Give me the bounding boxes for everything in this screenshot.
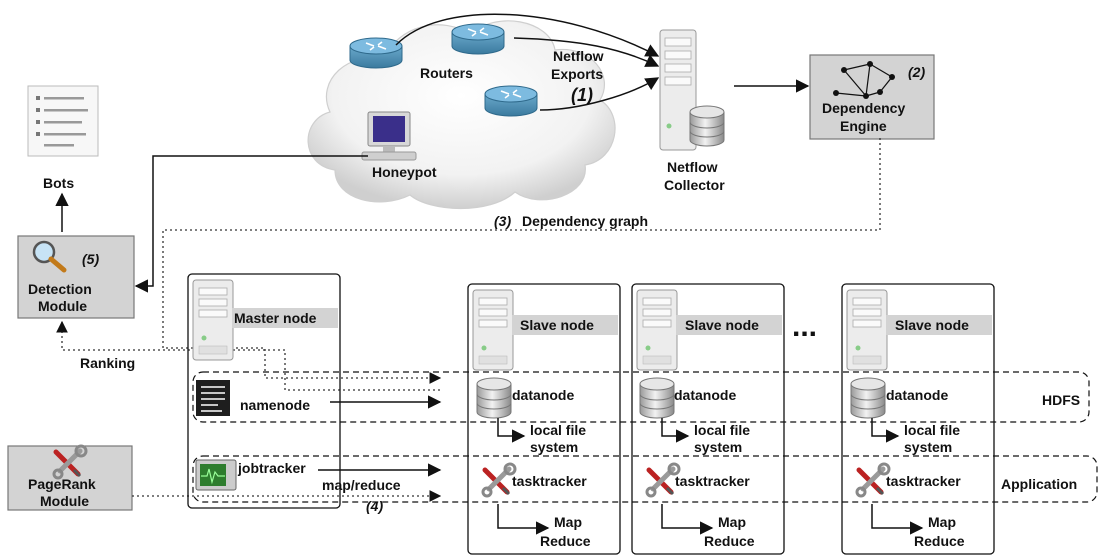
router-icon	[484, 85, 538, 117]
tasktracker-label: tasktracker	[675, 473, 750, 489]
export-arrow	[395, 13, 660, 57]
collector-label-1: Netflow	[667, 159, 718, 175]
database-icon	[850, 377, 886, 419]
pagerank-label-1: PageRank	[28, 476, 96, 492]
document-list-icon	[196, 380, 230, 416]
monitor-icon	[195, 459, 237, 491]
application-label: Application	[1001, 476, 1077, 492]
slave-node-label: Slave node	[520, 317, 594, 333]
slave-node: Slave node datanode local file system ta…	[467, 283, 621, 555]
master-node-label: Master node	[234, 310, 317, 326]
datanode-label: datanode	[512, 387, 574, 403]
reduce-label: Reduce	[704, 533, 755, 549]
dependency-graph-label: Dependency graph	[522, 213, 648, 229]
collector-label-2: Collector	[664, 177, 725, 193]
server-tower-icon	[846, 289, 888, 371]
local-fs-label-1: local file	[530, 422, 586, 438]
slave-node: Slave node datanode local file system ta…	[631, 283, 785, 555]
fs-arrow	[497, 418, 526, 443]
datanode-label: datanode	[886, 387, 948, 403]
map-reduce-label: map/reduce	[322, 477, 401, 493]
bots-label: Bots	[43, 175, 74, 191]
netflow-exports-label-1: Netflow	[553, 48, 604, 64]
pagerank-module-box: PageRank Module	[7, 446, 133, 511]
export-arrow	[513, 37, 660, 67]
netflow-exports-label-2: Exports	[551, 66, 603, 82]
dependency-engine-box: (2) Dependency Engine	[809, 54, 935, 140]
hdfs-label: HDFS	[1042, 392, 1080, 408]
router-icon	[451, 23, 505, 55]
step-3-label: (3)	[494, 213, 511, 229]
mr-arrow	[871, 504, 924, 535]
local-fs-label-1: local file	[694, 422, 750, 438]
slave-node-label: Slave node	[895, 317, 969, 333]
map-label: Map	[554, 514, 582, 530]
step-1-label: (1)	[571, 85, 593, 105]
local-fs-label-2: system	[530, 439, 578, 455]
monitor-icon	[361, 111, 417, 161]
reduce-label: Reduce	[914, 533, 965, 549]
honeypot-to-detection-arrow	[134, 155, 368, 293]
step-2-label: (2)	[908, 64, 925, 80]
server-tower-icon	[192, 279, 234, 361]
step-5-label: (5)	[82, 251, 99, 267]
map-label: Map	[928, 514, 956, 530]
database-icon	[476, 377, 512, 419]
database-icon	[689, 105, 725, 147]
slave-node-label: Slave node	[685, 317, 759, 333]
honeypot-label: Honeypot	[372, 164, 437, 180]
graph-icon	[833, 61, 895, 99]
router-icon	[349, 37, 403, 69]
detection-label-1: Detection	[28, 281, 92, 297]
routers-label: Routers	[420, 65, 473, 81]
datanode-label: datanode	[674, 387, 736, 403]
local-fs-label-2: system	[694, 439, 742, 455]
document-list-icon	[27, 85, 99, 157]
fs-arrow	[871, 418, 900, 443]
hdfs-band	[192, 371, 1090, 423]
detection-module-box: (5) Detection Module	[17, 235, 135, 319]
fs-arrow	[661, 418, 690, 443]
export-arrow	[539, 77, 660, 111]
wrench-screwdriver-icon	[857, 464, 889, 496]
engine-label-1: Dependency	[822, 100, 905, 116]
jobtracker-label: jobtracker	[237, 460, 306, 476]
master-node: Master node namenode jobtracker	[187, 273, 341, 509]
step-4-label: (4)	[366, 498, 383, 514]
tasktracker-label: tasktracker	[512, 473, 587, 489]
tasktracker-label: tasktracker	[886, 473, 961, 489]
server-tower-icon	[472, 289, 514, 371]
magnifier-icon	[32, 240, 67, 273]
server-tower-icon	[659, 29, 697, 151]
detection-label-2: Module	[38, 298, 87, 314]
mr-arrow	[497, 504, 550, 535]
pagerank-label-2: Module	[40, 493, 89, 509]
server-tower-icon	[636, 289, 678, 371]
local-fs-label-1: local file	[904, 422, 960, 438]
ranking-label: Ranking	[80, 355, 135, 371]
database-icon	[639, 377, 675, 419]
application-band	[192, 455, 1098, 503]
map-label: Map	[718, 514, 746, 530]
ellipsis-label: ...	[792, 310, 817, 343]
wrench-screwdriver-icon	[483, 464, 515, 496]
mr-arrow	[661, 504, 714, 535]
reduce-label: Reduce	[540, 533, 591, 549]
engine-label-2: Engine	[840, 118, 887, 134]
dependency-graph-line	[162, 138, 881, 384]
local-fs-label-2: system	[904, 439, 952, 455]
slave-node: Slave node datanode local file system ta…	[841, 283, 995, 555]
namenode-label: namenode	[240, 397, 310, 413]
ranking-line	[56, 320, 440, 391]
